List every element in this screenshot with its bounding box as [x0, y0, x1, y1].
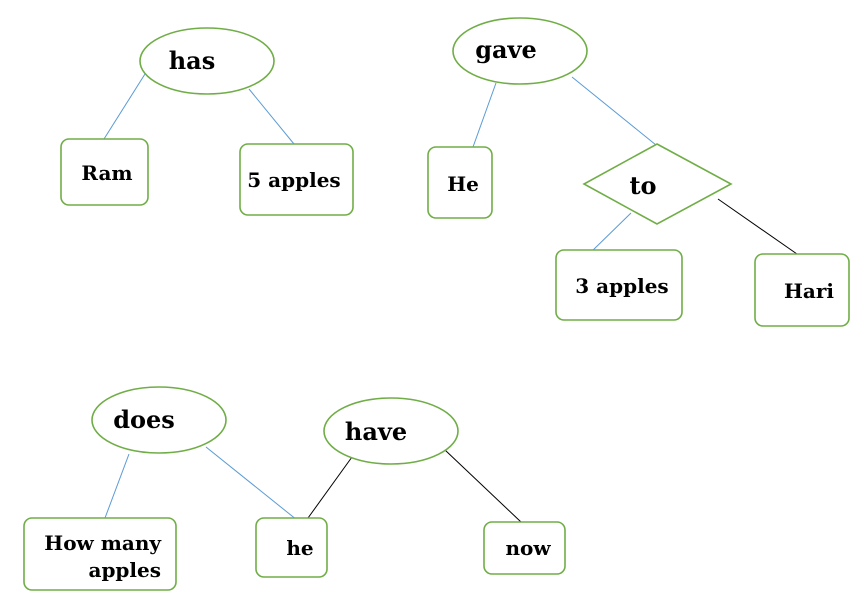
node-does-label: does	[113, 405, 175, 434]
node-ram: Ram	[60, 138, 149, 206]
edge-have-he	[307, 456, 353, 519]
node-he-1: He	[427, 146, 493, 219]
node-ram-label: Ram	[81, 161, 132, 185]
node-he-1-label: He	[447, 172, 479, 196]
edge-does-he	[205, 446, 298, 521]
edge-gave-he	[472, 82, 497, 148]
node-how-many-apples-label-line1: How many	[44, 531, 162, 555]
node-have: have	[323, 397, 459, 465]
edge-has-5-apples	[248, 88, 295, 145]
node-have-label: have	[345, 417, 407, 446]
node-5-apples: 5 apples	[239, 143, 354, 216]
node-has: has	[139, 27, 275, 95]
node-he-2: he	[255, 517, 328, 578]
edge-gave-to	[571, 76, 657, 146]
node-hari-label: Hari	[784, 279, 834, 303]
node-how-many-apples: How many apples	[23, 517, 177, 591]
node-3-apples: 3 apples	[555, 249, 683, 321]
node-does: does	[91, 386, 227, 454]
node-has-label: has	[169, 46, 216, 75]
node-3-apples-label: 3 apples	[575, 274, 668, 298]
edge-to-3-apples	[588, 212, 632, 255]
node-to-label: to	[629, 171, 656, 200]
node-to: to	[582, 143, 733, 225]
node-how-many-apples-label-line2: apples	[88, 558, 161, 582]
edge-has-ram	[103, 73, 146, 140]
node-5-apples-label: 5 apples	[247, 168, 340, 192]
node-now-label: now	[505, 536, 551, 560]
edge-to-hari	[717, 198, 798, 255]
node-hari: Hari	[754, 253, 850, 327]
node-gave: gave	[452, 17, 588, 85]
node-he-2-label: he	[286, 536, 313, 560]
node-now: now	[483, 521, 566, 575]
edge-have-now	[444, 449, 522, 523]
node-gave-label: gave	[475, 35, 537, 64]
edge-does-how-many-apples	[104, 453, 130, 519]
